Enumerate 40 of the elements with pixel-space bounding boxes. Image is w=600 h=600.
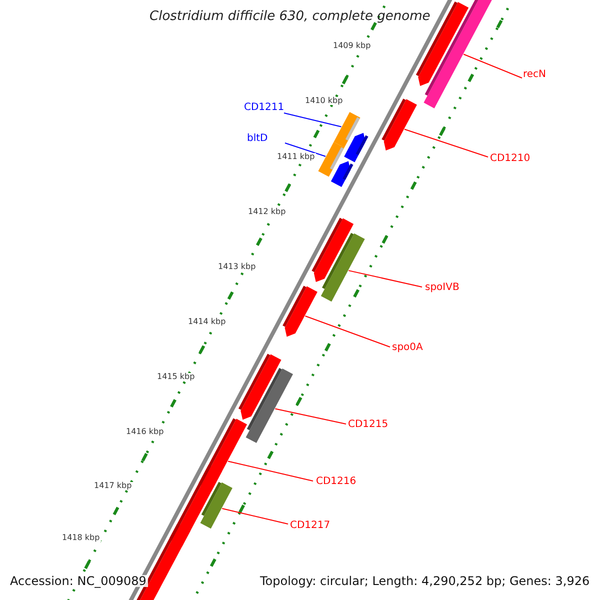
title: Clostridium difficile 630, complete genome — [150, 10, 430, 23]
gene-bar — [320, 232, 365, 302]
leader-line — [304, 316, 390, 348]
gene-label: spo0A — [392, 343, 423, 353]
gene-label: bltD — [247, 134, 268, 144]
scale-label: 1412 kbp — [247, 208, 287, 216]
leader-line — [404, 128, 488, 158]
gene-feature — [382, 98, 417, 150]
gene-label: recN — [523, 70, 546, 80]
gene-feature — [282, 286, 318, 337]
scale-label: 1411 kbp — [276, 153, 316, 161]
scale-label: 1417 kbp — [93, 482, 133, 490]
gene-label: CD1211 — [244, 103, 284, 113]
gene-feature — [312, 218, 354, 282]
leader-line — [284, 112, 342, 128]
scale-label: 1415 kbp — [156, 373, 196, 381]
gene-bar — [200, 482, 232, 529]
gene-feature — [330, 161, 354, 187]
leader-line — [222, 508, 288, 524]
scale-label: 1416 kbp — [125, 428, 165, 436]
gene-label: CD1210 — [490, 154, 530, 164]
scale-label: 1409 kbp — [332, 42, 372, 50]
scale-label: 1413 kbp — [217, 263, 257, 271]
gene-label: CD1216 — [316, 477, 356, 487]
leader-line — [227, 460, 314, 482]
accession-text: Accession: NC_009089 — [8, 575, 148, 587]
gene-label: CD1215 — [348, 420, 388, 430]
leader-line — [284, 142, 326, 157]
gene-feature — [344, 132, 368, 162]
gene-feature — [238, 354, 282, 420]
scale-label: 1414 kbp — [187, 318, 227, 326]
gene-bar — [246, 368, 293, 443]
gene-label: spoIVB — [425, 283, 460, 293]
genome-info-text: Topology: circular; Length: 4,290,252 bp; Genes: 3,926 — [258, 575, 592, 587]
leader-line — [348, 270, 422, 288]
leader-line — [274, 408, 346, 424]
scale-label: 1410 kbp — [304, 97, 344, 105]
gene-label: CD1217 — [290, 521, 330, 531]
leader-line — [463, 54, 522, 78]
scale-label: 1418 kbp — [61, 534, 101, 542]
